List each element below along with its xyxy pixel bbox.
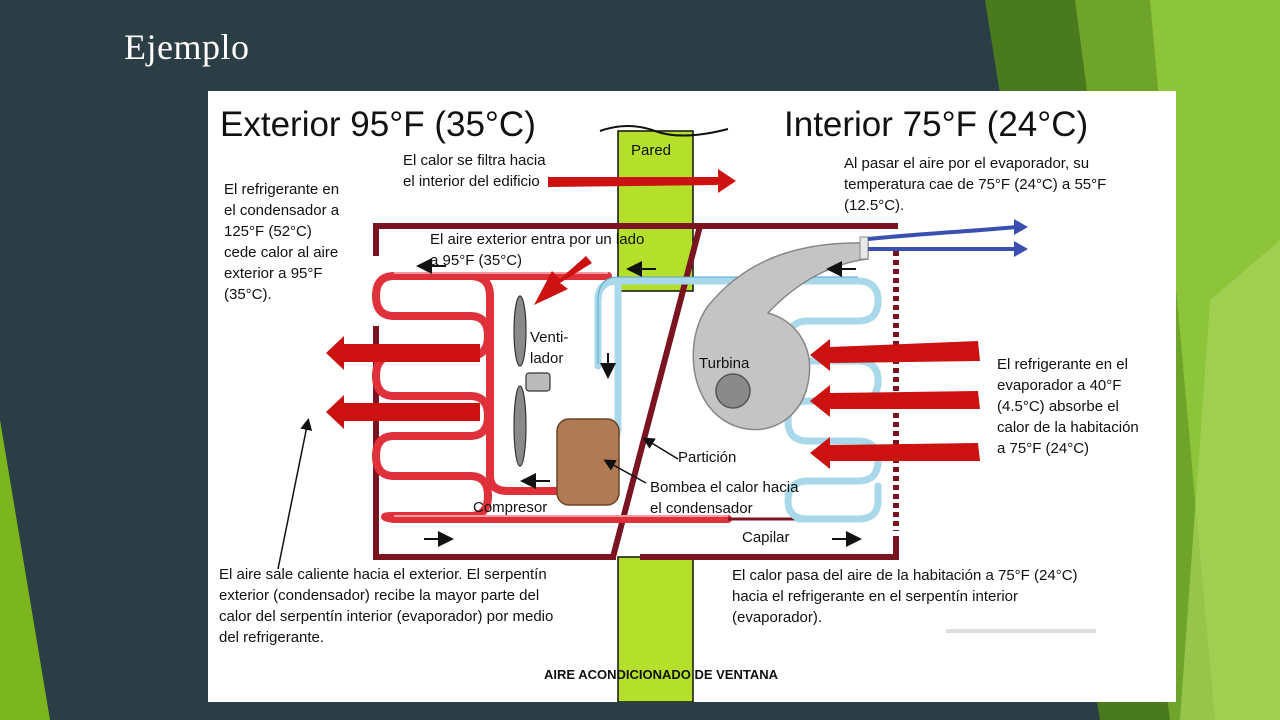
wall-break-line [599,125,729,137]
green-corner-left [0,420,50,720]
capillary-label: Capilar [742,529,790,546]
flow-arrows [416,258,862,547]
turbine [692,236,869,431]
compressor-label: Compresor [473,499,548,516]
hot-air-arrow-2 [326,395,480,429]
room-air-arrow-1 [810,339,980,371]
room-air-arrow-3 [810,437,980,469]
diagram-caption: AIRE ACONDICIONADO DE VENTANA [544,667,779,682]
wall-label: Pared [631,142,672,159]
condenser-note: El refrigerante en el condensador a 125°… [224,181,340,303]
room-air-arrow-2 [810,385,980,417]
slide-title: Ejemplo [124,27,250,67]
room-heat-note: El calor pasa del aire de la habitación … [732,567,1078,626]
partition-label: Partición [678,449,737,466]
diagram-drawing [277,125,1096,702]
turbine-label: Turbina [699,355,750,372]
compressor [556,418,620,506]
condenser-coil [371,272,732,523]
hot-air-note: El aire sale caliente hacia el exterior.… [219,566,554,646]
hot-air-arrow-1 [326,336,480,370]
outside-air-note: El aire exterior entra por un lado a 95°… [430,231,645,269]
pointer-lines [277,418,679,570]
pump-note: Bombea el calor hacia el condensador [650,479,799,517]
heat-leak-note: El calor se filtra hacia el interior del… [403,152,546,190]
evaporator-air-note: Al pasar el aire por el evaporador, su t… [844,155,1107,214]
faint-line [946,629,1096,633]
fan-label: Venti- lador [530,329,569,367]
green-stripe-highlight [1180,240,1280,720]
evaporator-coil-outline [597,276,858,364]
outside-air-arrow [534,256,592,305]
window-ac-diagram: Exterior 95°F (35°C) Interior 75°F (24°C… [208,91,1176,702]
fan [513,295,551,467]
evaporator-note: El refrigerante en el evaporador a 40°F … [997,356,1139,457]
heat-leak-arrow [548,169,736,193]
heading-interior: Interior 75°F (24°C) [784,105,1089,144]
wall-bottom [617,556,694,702]
heading-exterior: Exterior 95°F (35°C) [220,105,536,144]
cool-air-arrows [867,225,1017,252]
